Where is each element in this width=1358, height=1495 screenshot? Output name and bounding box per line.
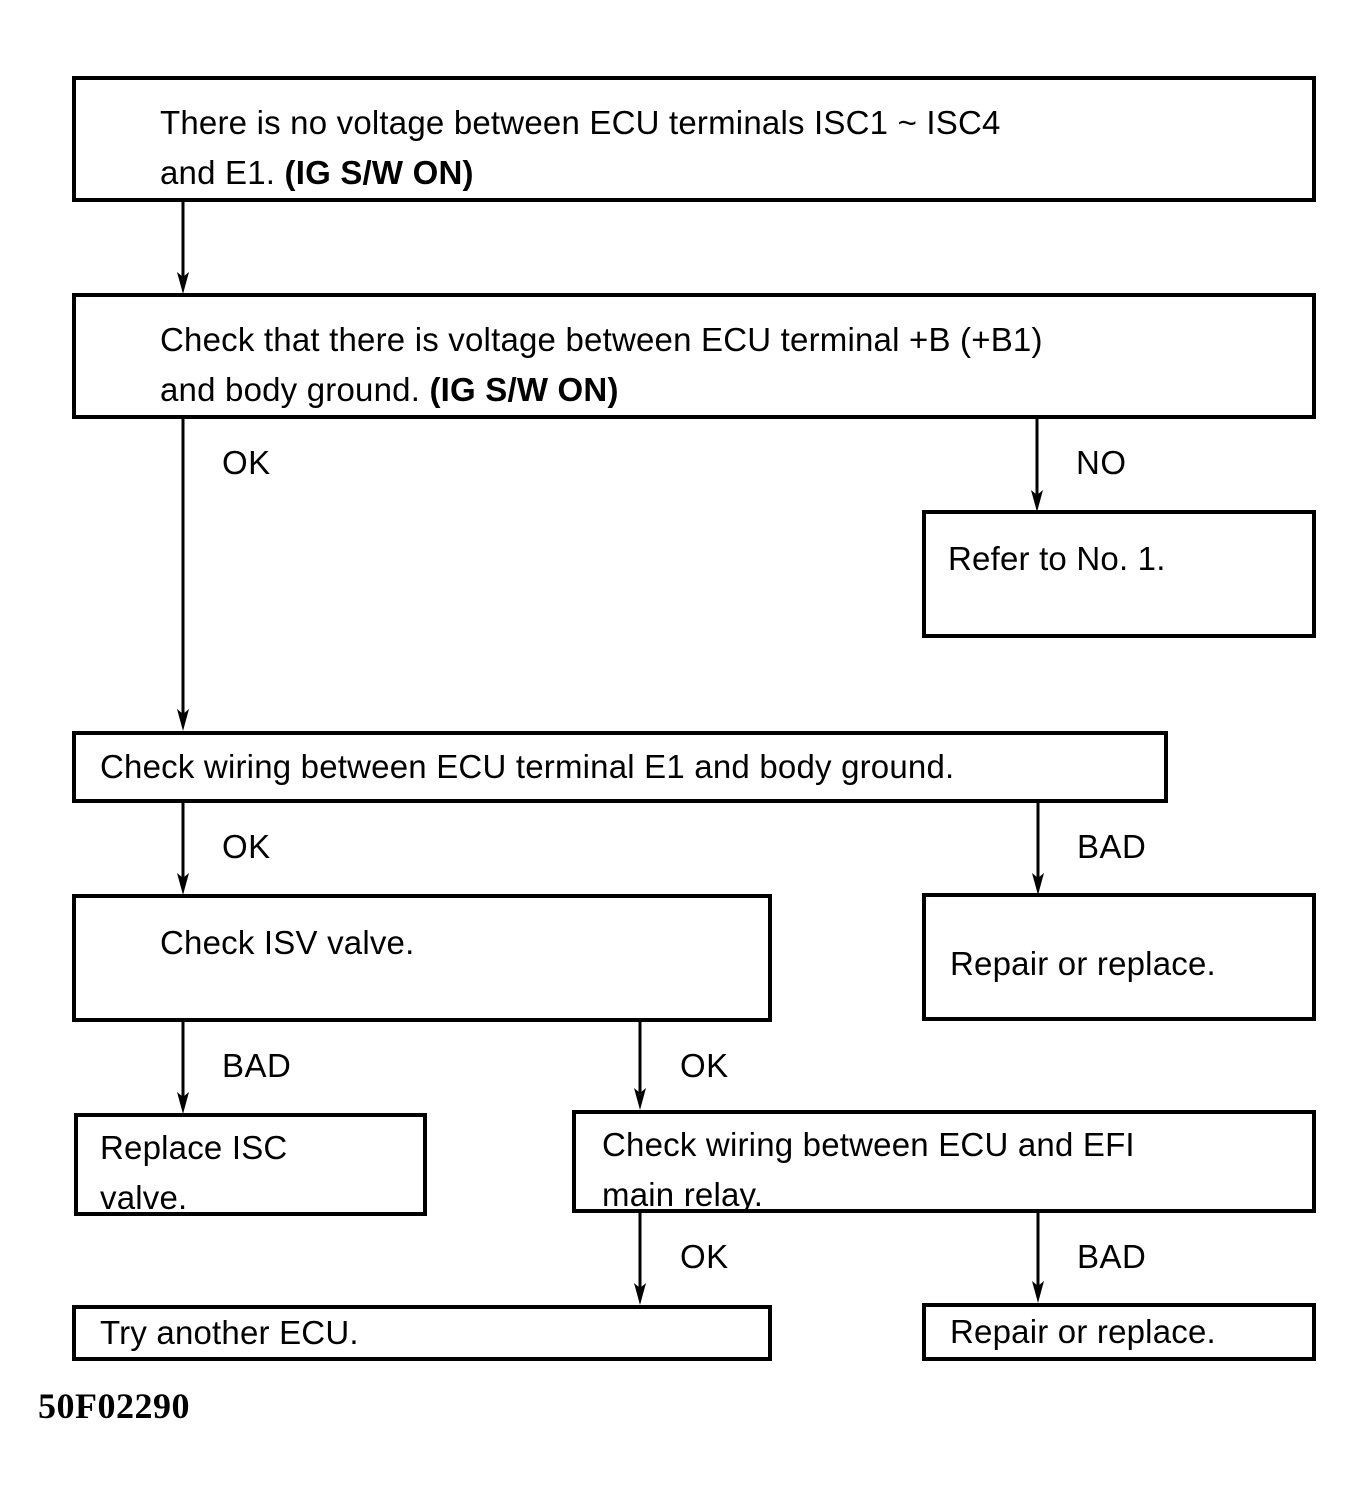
node-refer-no-1-text: Refer to No. 1. bbox=[948, 540, 1166, 577]
node-check-isv-valve-text: Check ISV valve. bbox=[160, 924, 415, 961]
node-check-b-voltage-text: Check that there is voltage between ECU … bbox=[160, 321, 1043, 409]
node-symptom: There is no voltage between ECU terminal… bbox=[72, 76, 1316, 202]
edge-label-e1-ok: OK bbox=[222, 828, 271, 865]
connector-relay-bad bbox=[1030, 1213, 1050, 1303]
node-check-b-voltage: Check that there is voltage between ECU … bbox=[72, 293, 1316, 419]
edge-label-relay-ok: OK bbox=[680, 1238, 729, 1275]
node-repair-or-replace-2: Repair or replace. bbox=[922, 1303, 1316, 1361]
edge-label-isv-ok: OK bbox=[680, 1047, 729, 1084]
node-try-another-ecu-text: Try another ECU. bbox=[100, 1313, 359, 1351]
node-repair-or-replace-2-text: Repair or replace. bbox=[950, 1312, 1216, 1350]
node-check-e1-wiring-text: Check wiring between ECU terminal E1 and… bbox=[100, 747, 955, 785]
connector-symptom-to-check-b bbox=[175, 202, 195, 294]
connector-e1-bad bbox=[1030, 803, 1050, 895]
node-check-isv-valve: Check ISV valve. bbox=[72, 894, 772, 1022]
node-repair-or-replace-1-text: Repair or replace. bbox=[950, 945, 1216, 982]
connector-relay-ok bbox=[632, 1213, 652, 1305]
node-repair-or-replace-1: Repair or replace. bbox=[922, 893, 1316, 1021]
connector-check-b-no bbox=[1029, 419, 1049, 512]
connector-isv-bad bbox=[175, 1022, 195, 1114]
connector-check-b-ok bbox=[175, 419, 195, 731]
edge-label-b-voltage-no: NO bbox=[1076, 444, 1127, 481]
connector-isv-ok bbox=[632, 1022, 652, 1110]
connector-e1-ok bbox=[175, 803, 195, 895]
figure-caption: 50F02290 bbox=[38, 1386, 190, 1426]
edge-label-isv-bad: BAD bbox=[222, 1047, 292, 1084]
node-try-another-ecu: Try another ECU. bbox=[72, 1305, 772, 1361]
edge-label-e1-bad: BAD bbox=[1077, 828, 1147, 865]
edge-label-relay-bad: BAD bbox=[1077, 1238, 1147, 1275]
node-check-e1-wiring: Check wiring between ECU terminal E1 and… bbox=[72, 731, 1168, 803]
node-refer-no-1: Refer to No. 1. bbox=[922, 510, 1316, 638]
node-symptom-text: There is no voltage between ECU terminal… bbox=[160, 104, 1001, 192]
edge-label-b-voltage-ok: OK bbox=[222, 444, 271, 481]
